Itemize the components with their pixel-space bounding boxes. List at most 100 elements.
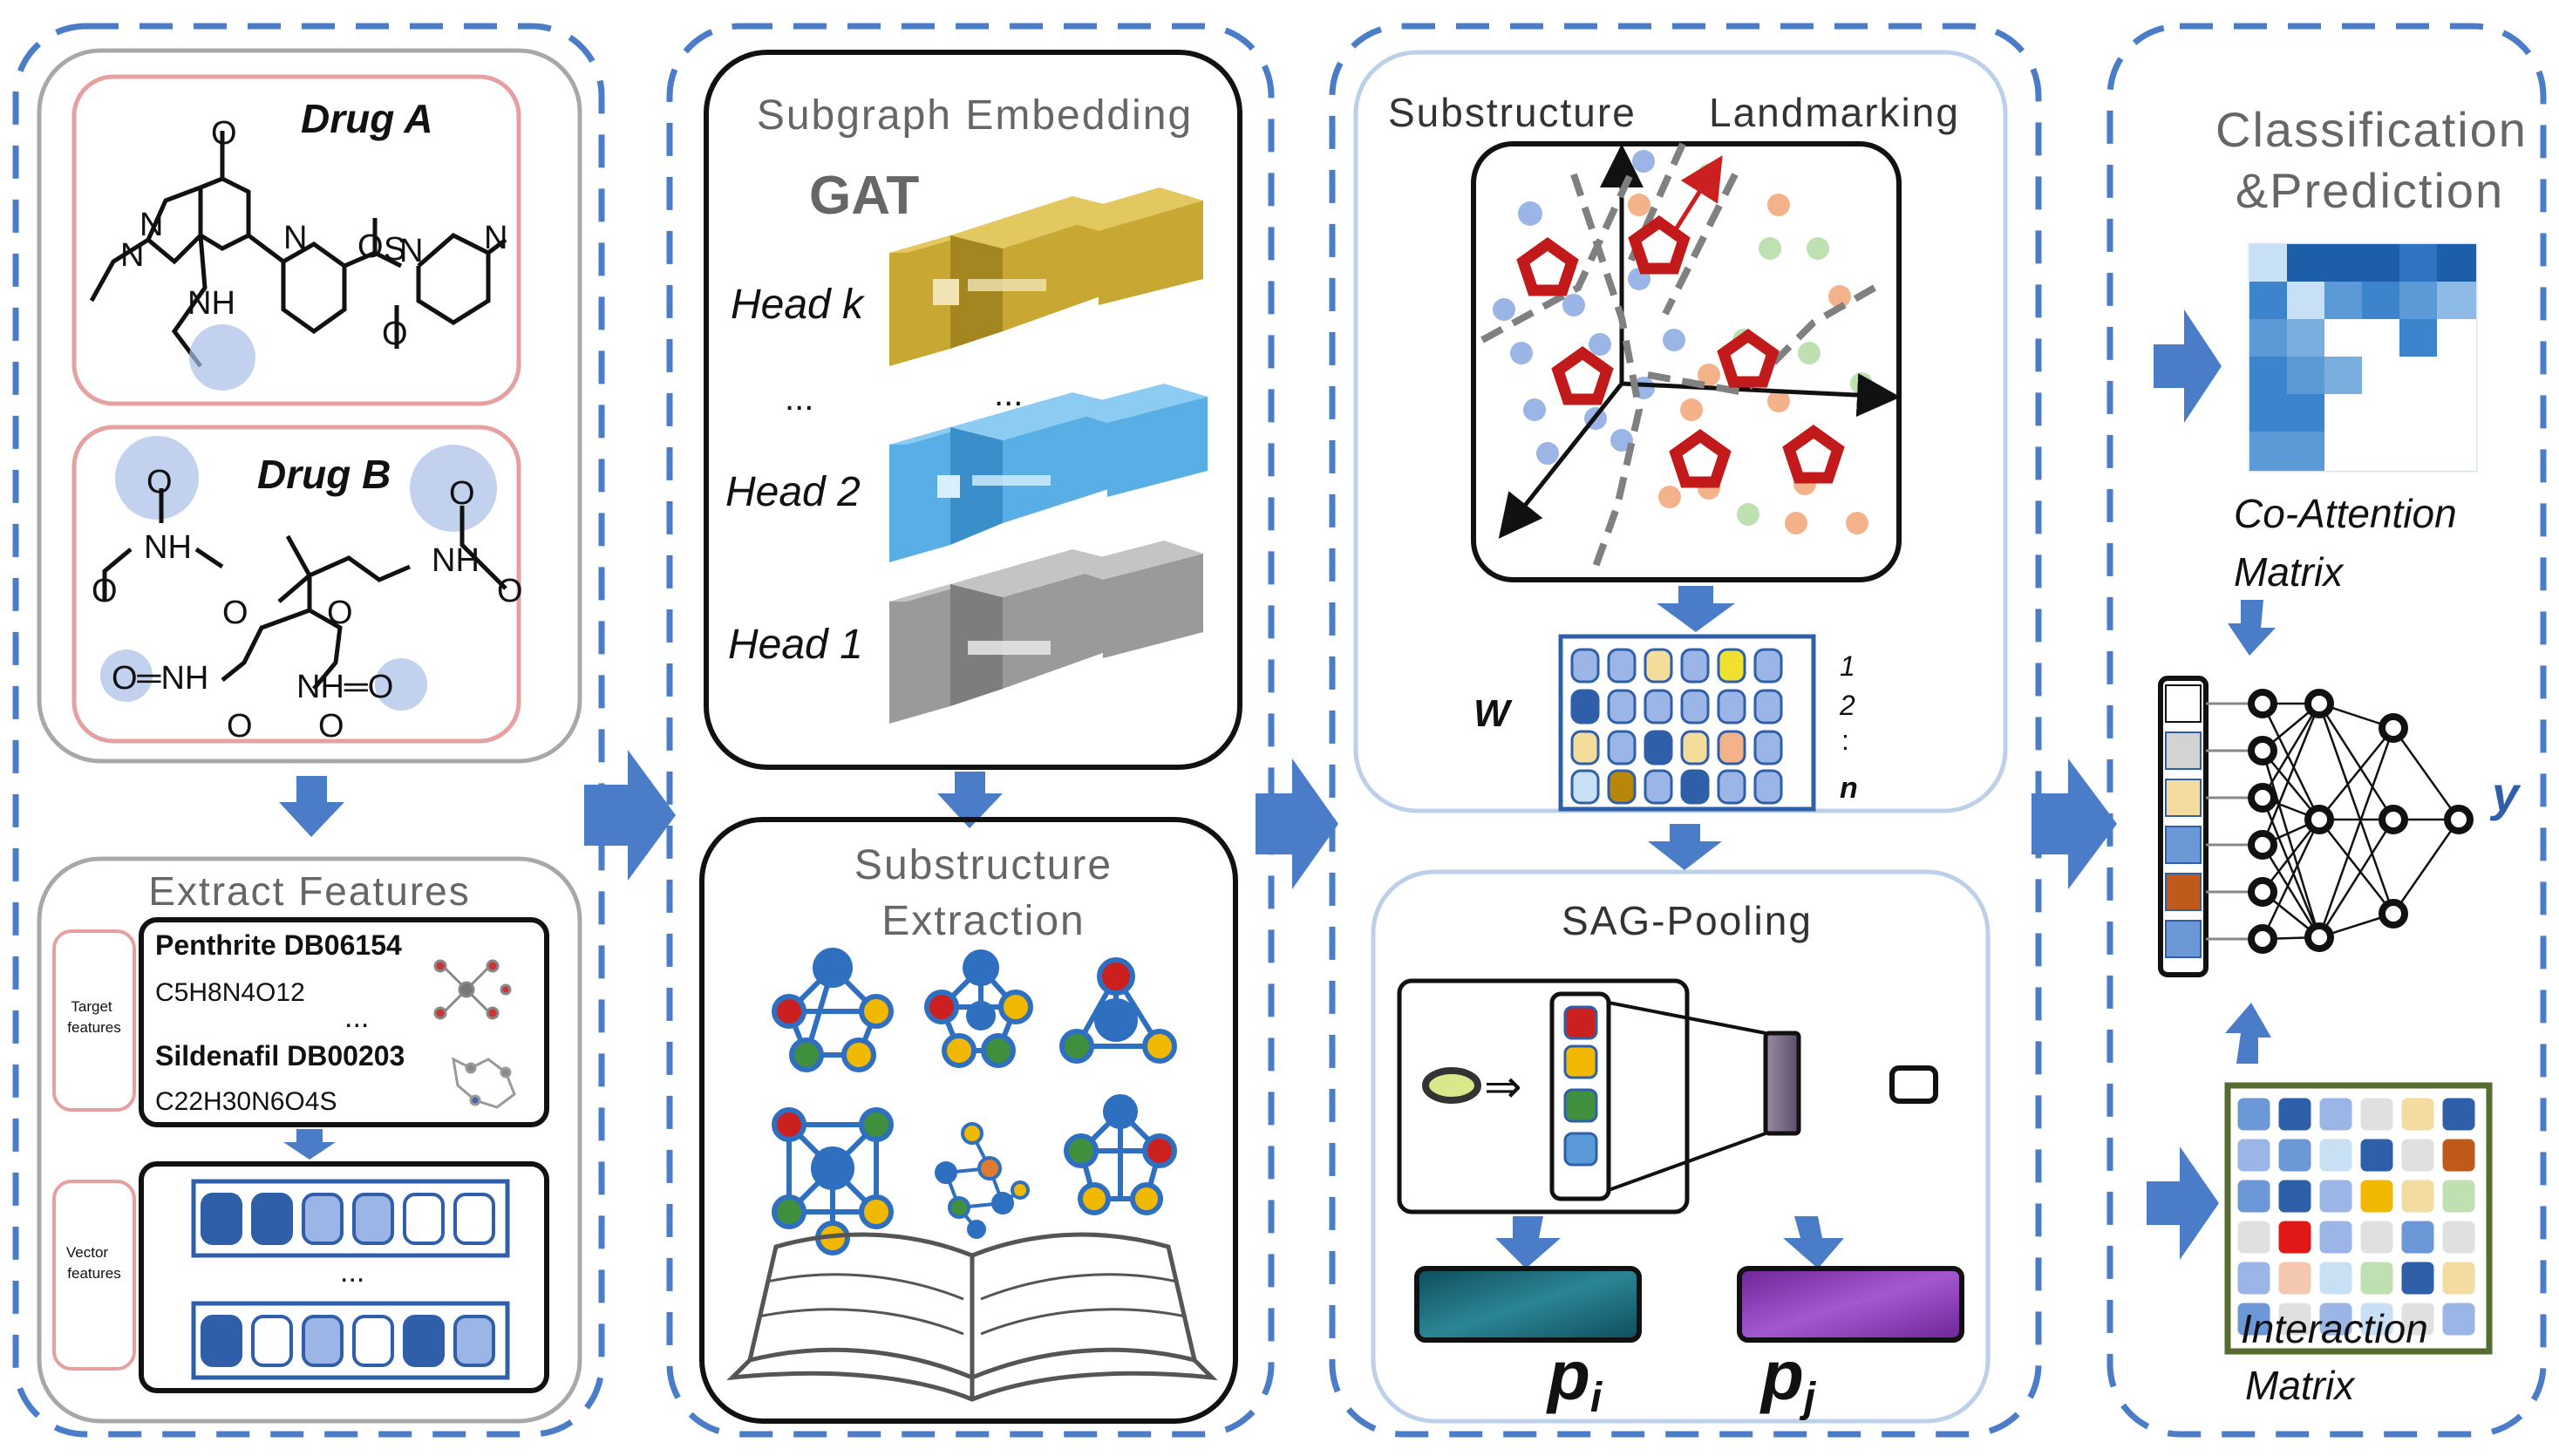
panel-classification-prediction: Classification &Prediction Co-Attention	[2106, 23, 2547, 1438]
svg-text:O: O	[92, 573, 118, 609]
head-dots-left: ...	[785, 379, 813, 418]
head-1-blocks	[889, 541, 1203, 724]
pooling-input-box	[1397, 978, 1690, 1214]
substructure-graph-5	[935, 1122, 1030, 1239]
vector-features-label-2: features	[67, 1265, 120, 1282]
drug1-name: Penthrite DB06154	[155, 929, 402, 961]
svg-text:O: O	[449, 475, 475, 512]
panel2-dashed-border	[666, 23, 1275, 1438]
svg-text:O: O	[497, 573, 523, 609]
substructure-extraction-box	[699, 817, 1238, 1424]
drug-b-box	[71, 425, 521, 744]
svg-text:O: O	[146, 464, 173, 500]
flow-arrow-3	[2032, 759, 2117, 889]
substructure-graph-2	[924, 949, 1033, 1068]
svg-text:O: O	[211, 115, 237, 152]
gat-box	[704, 50, 1242, 770]
pool-arrow-right	[1783, 1216, 1844, 1269]
coattention-label-line1: Co-Attention	[2234, 491, 2457, 536]
classification-title-line2: &Prediction	[2236, 163, 2504, 218]
landmark-down-arrow	[1657, 586, 1735, 632]
embedding-p-i-bar	[1414, 1266, 1642, 1343]
panel2-down-arrow	[937, 772, 1003, 828]
sag-pooling-box	[1371, 869, 1991, 1424]
head-2-blocks	[889, 384, 1208, 562]
output-y-label: y	[2489, 766, 2522, 821]
drugs-gray-box	[37, 48, 582, 764]
head-1-label: Head 1	[728, 622, 863, 668]
w-matrix-label: W	[1473, 692, 1513, 735]
head-dots-right: ...	[994, 375, 1023, 413]
classification-title-line1: Classification	[2215, 102, 2528, 157]
feature-vector-2	[191, 1301, 510, 1380]
interaction-label-line2: Matrix	[2245, 1363, 2356, 1408]
p-j-label: pj	[1759, 1337, 1817, 1421]
panel1-dashed-border	[12, 23, 605, 1438]
svg-text:O: O	[227, 708, 253, 745]
flow-arrow-2	[1256, 759, 1338, 889]
panel4-dashed-border	[2106, 23, 2547, 1438]
drug-a-atom-labels: O N N N NH S O O N N	[120, 115, 507, 352]
landmark-pentagons	[1516, 215, 1845, 488]
flow-arrow-1	[584, 750, 676, 881]
extract-features-box	[37, 856, 582, 1424]
drug-a-box	[71, 74, 521, 406]
substructure-graph-6	[1064, 1094, 1177, 1215]
mlp-input-cells	[2165, 684, 2202, 958]
interaction-matrix	[2224, 1082, 2493, 1355]
svg-text:S: S	[384, 231, 405, 268]
vector-features-label-1: Vector	[66, 1244, 109, 1261]
svg-text:NH═O: NH═O	[296, 669, 393, 705]
molecule-3d-thumbnail-1	[433, 959, 512, 1020]
w-row-n: n	[1840, 772, 1858, 805]
interaction-input-arrow	[2147, 1146, 2219, 1260]
embedding-scatter-points	[1493, 150, 1873, 534]
vector-features-box	[139, 1161, 549, 1393]
pooling-implies-arrow: ⇒	[1484, 1061, 1522, 1113]
extract-features-title: Extract Features	[148, 868, 470, 914]
w-row-1: 1	[1840, 650, 1855, 682]
coattention-to-mlp-arrow	[2228, 600, 2276, 656]
svg-text:N: N	[140, 207, 163, 243]
drug1-formula: C5H8N4O12	[155, 978, 305, 1007]
drug-b-label: Drug B	[257, 452, 391, 497]
pooling-down-arrow	[1648, 824, 1722, 870]
svg-text:N: N	[399, 233, 423, 269]
pooled-embedding-node	[1889, 1065, 1938, 1104]
svg-text:O: O	[357, 228, 384, 265]
sag-pooling-title: SAG-Pooling	[1562, 898, 1813, 943]
drug2-name: Sildenafil DB00203	[155, 1040, 405, 1072]
svg-text:N: N	[283, 220, 307, 256]
drug-a-highlight	[189, 324, 255, 391]
feature-vector-2-cells	[201, 1315, 495, 1367]
mlp-connections	[2206, 702, 2258, 941]
substructure-graph-4	[772, 1107, 894, 1255]
coattention-input-arrow	[2154, 310, 2222, 423]
substructure-graph-1	[772, 948, 894, 1072]
p-i-label: pi	[1546, 1337, 1603, 1421]
target-features-tag	[52, 929, 136, 1112]
landmarking-title-right: Landmarking	[1709, 90, 1960, 135]
substructure-graphs	[772, 948, 1177, 1255]
head-k-blocks	[889, 187, 1203, 366]
substructure-title-line1: Substructure	[854, 842, 1113, 888]
svg-text:O: O	[222, 595, 248, 631]
drug2-formula: C22H30N6O4S	[155, 1087, 337, 1116]
panel-subgraph-embedding: Subgraph Embedding GAT Head k ... ... He…	[666, 23, 1275, 1438]
head-2-label: Head 2	[725, 469, 861, 515]
substructure-graph-3	[1059, 957, 1177, 1064]
drug-a-structure	[89, 131, 507, 368]
w-row-2: 2	[1839, 690, 1855, 721]
target-features-label-2: features	[67, 1019, 120, 1036]
drug-b-structure	[102, 488, 507, 691]
pooling-vector-cells	[1563, 1005, 1598, 1167]
w-row-dots: :	[1841, 725, 1849, 756]
svg-text:NH: NH	[432, 542, 480, 579]
svg-text:NH: NH	[187, 285, 235, 322]
panel1-down-arrow	[279, 776, 344, 837]
panel-feature-input: Drug A O N N N NH S O O N N Drug B	[12, 23, 605, 1438]
substructure-title-line2: Extraction	[881, 898, 1085, 944]
svg-text:O: O	[318, 708, 344, 745]
interaction-to-mlp-arrow	[2225, 1003, 2271, 1064]
